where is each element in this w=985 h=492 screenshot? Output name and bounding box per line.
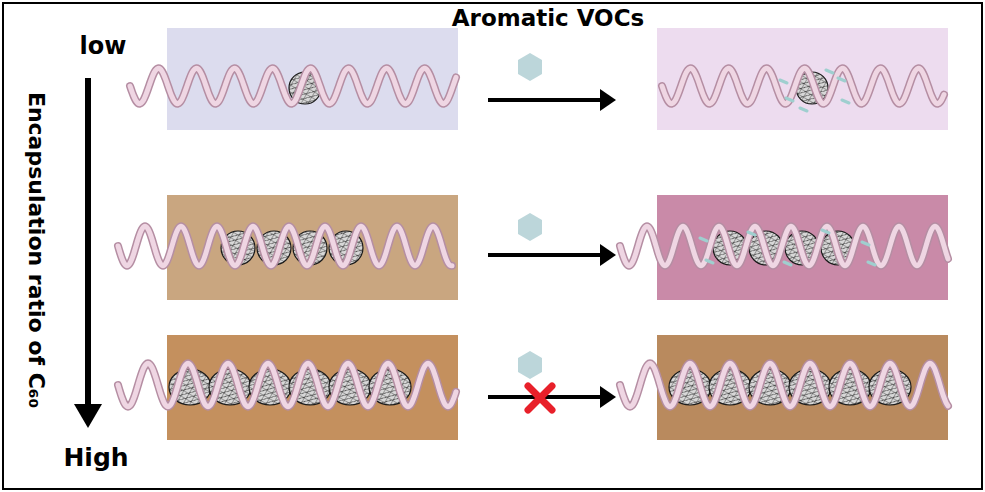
helix-strand	[130, 68, 456, 103]
voc-hexagon	[518, 351, 542, 379]
helix-outline	[118, 363, 456, 406]
voc-molecule	[706, 260, 713, 263]
helix-outline	[620, 363, 948, 406]
outer-frame	[3, 3, 982, 489]
ratio-arrowhead	[74, 404, 102, 428]
polymer-helices	[118, 68, 948, 406]
helix-outline	[118, 226, 452, 265]
ratio-arrow	[85, 78, 91, 408]
voc-molecule	[786, 98, 793, 101]
voc-molecule	[700, 238, 707, 241]
reaction-arrow	[488, 253, 606, 257]
helix-strand	[620, 226, 948, 265]
helix-strand	[662, 68, 944, 103]
reaction-arrowhead	[600, 386, 616, 408]
scale-high: High	[63, 444, 128, 472]
axis-title: Encapsulation ratio of C₆₀	[24, 92, 48, 408]
helix-strand	[620, 363, 948, 406]
voc-hexagon	[518, 213, 542, 241]
helix-outline	[130, 68, 456, 103]
voc-molecule	[868, 262, 875, 265]
voc-molecule	[862, 242, 869, 245]
no-reaction-cross	[528, 386, 552, 410]
reaction-arrow	[488, 98, 606, 102]
scale-low: low	[80, 33, 127, 59]
voc-molecule	[780, 80, 787, 83]
reaction-arrowhead	[600, 244, 616, 266]
voc-molecule	[838, 78, 845, 81]
voc-molecule	[784, 262, 791, 265]
voc-molecule	[842, 100, 849, 103]
helix-outline	[620, 226, 948, 265]
reaction-arrowhead	[600, 89, 616, 111]
voc-molecule	[826, 70, 833, 73]
helix-outline	[662, 68, 944, 103]
voc-molecule	[800, 108, 807, 111]
helix-strand	[118, 363, 456, 406]
voc-molecule	[822, 230, 829, 233]
column-heading: Aromatic VOCs	[452, 6, 644, 31]
voc-hexagon	[518, 53, 542, 81]
helix-strand	[118, 226, 452, 265]
solution-panel	[657, 28, 948, 130]
voc-molecule	[748, 232, 755, 235]
